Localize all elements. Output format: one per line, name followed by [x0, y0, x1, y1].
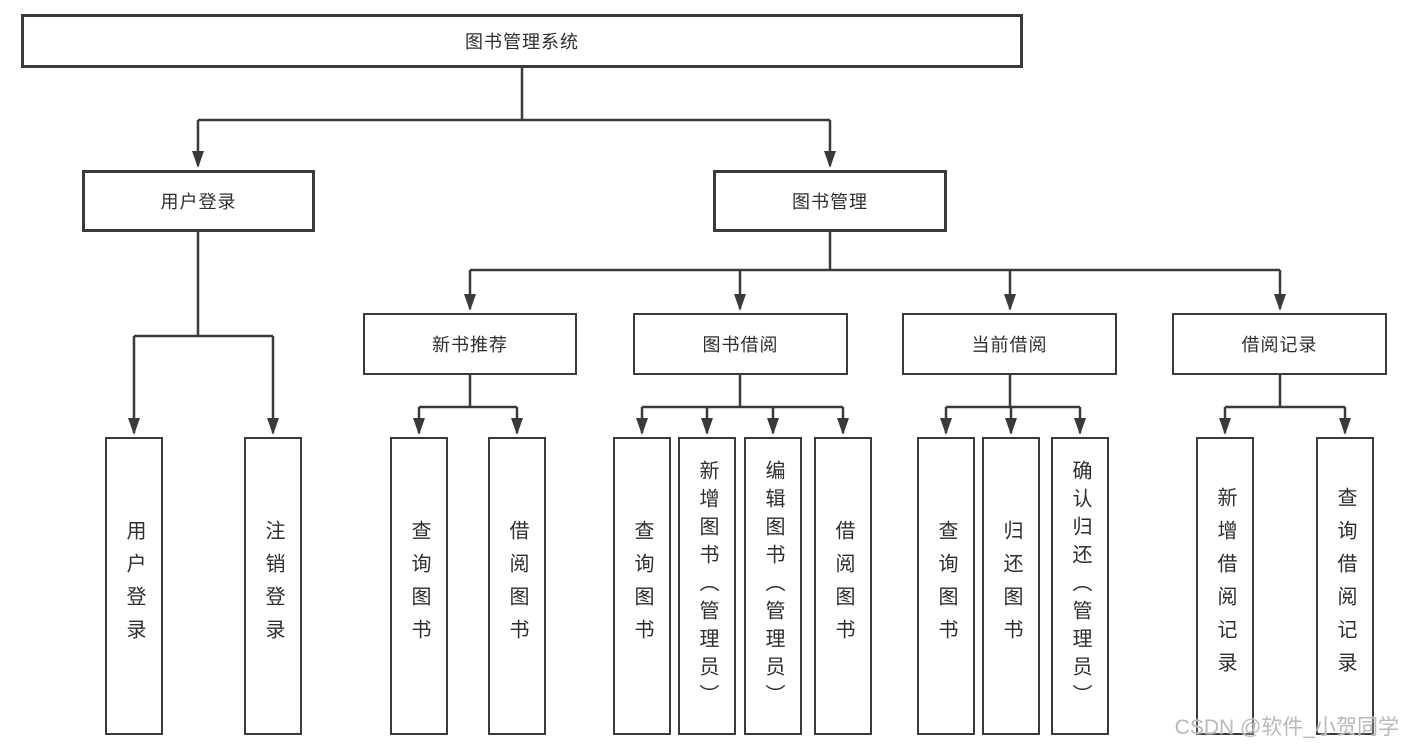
- node-label: 图书借阅: [702, 335, 779, 355]
- node-label: 当前借阅: [971, 335, 1048, 355]
- leaf-label: 注销登录: [262, 520, 284, 652]
- leaf-label: 借阅图书: [832, 520, 854, 652]
- node-book-management: 图书管理: [713, 170, 947, 232]
- leaf-borrow-books-recommend: 借阅图书: [488, 437, 546, 735]
- leaf-query-books-current: 查询图书: [917, 437, 975, 735]
- leaf-query-borrow-record: 查询借阅记录: [1316, 437, 1374, 735]
- node-label: 图书管理: [792, 192, 868, 212]
- leaf-label: 归还图书: [1000, 520, 1022, 652]
- leaf-label: 新增图书（管理员）: [696, 460, 718, 712]
- node-label: 新书推荐: [432, 335, 508, 355]
- node-book-borrowing: 图书借阅: [633, 313, 848, 375]
- leaf-label: 查询图书: [935, 520, 957, 652]
- leaf-label: 确认归还（管理员）: [1069, 460, 1091, 712]
- leaf-borrow-books-borrowing: 借阅图书: [814, 437, 872, 735]
- leaf-label: 借阅图书: [506, 520, 528, 652]
- leaf-label: 用户登录: [123, 520, 145, 652]
- leaf-user-login: 用户登录: [105, 437, 163, 735]
- leaf-label: 编辑图书（管理员）: [762, 460, 784, 712]
- node-user-login: 用户登录: [82, 170, 315, 232]
- leaf-add-borrow-record: 新增借阅记录: [1196, 437, 1254, 735]
- node-new-book-recommendation: 新书推荐: [363, 313, 577, 375]
- leaf-add-books-admin: 新增图书（管理员）: [678, 437, 736, 735]
- node-label: 用户登录: [160, 192, 237, 212]
- leaf-return-books: 归还图书: [982, 437, 1040, 735]
- leaf-logout: 注销登录: [244, 437, 302, 735]
- node-library-management-system: 图书管理系统: [21, 14, 1023, 68]
- leaf-label: 新增借阅记录: [1214, 487, 1236, 685]
- node-label: 图书管理系统: [465, 32, 579, 52]
- node-borrowing-records: 借阅记录: [1172, 313, 1387, 375]
- node-current-borrowing: 当前借阅: [902, 313, 1117, 375]
- leaf-label: 查询借阅记录: [1334, 487, 1356, 685]
- leaf-query-books-recommend: 查询图书: [390, 437, 448, 735]
- leaf-confirm-return-admin: 确认归还（管理员）: [1051, 437, 1109, 735]
- leaf-edit-books-admin: 编辑图书（管理员）: [744, 437, 802, 735]
- node-label: 借阅记录: [1241, 335, 1318, 355]
- leaf-query-books-borrowing: 查询图书: [613, 437, 671, 735]
- watermark: CSDN @软件_小贺同学: [1174, 716, 1399, 739]
- leaf-label: 查询图书: [408, 520, 430, 652]
- leaf-label: 查询图书: [631, 520, 653, 652]
